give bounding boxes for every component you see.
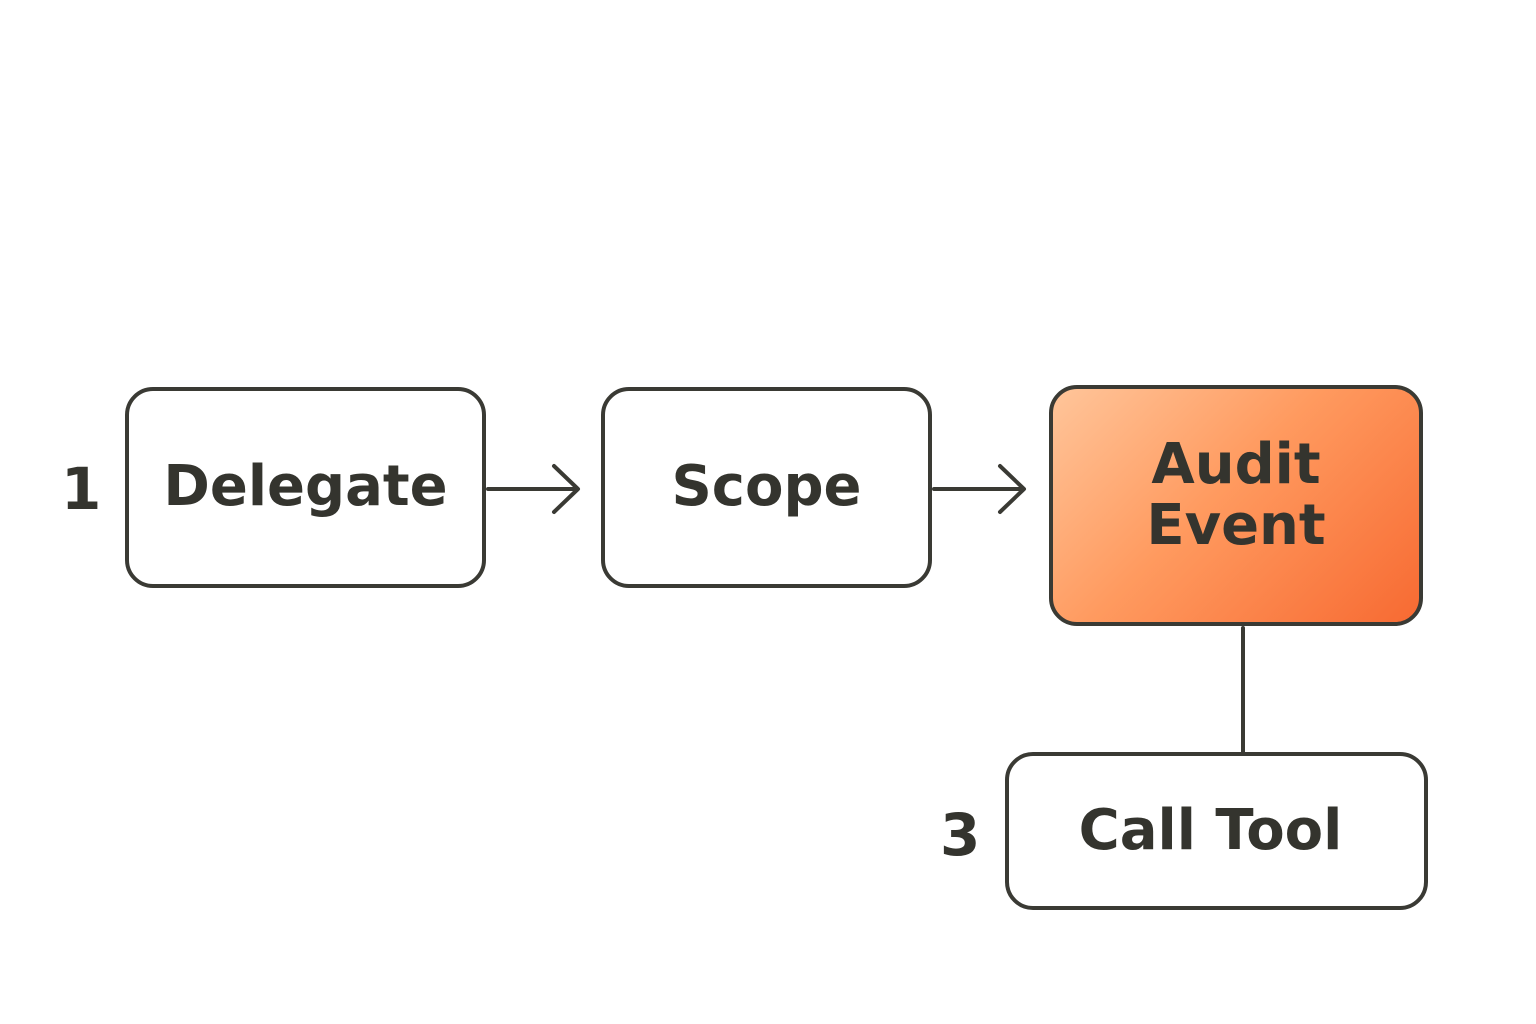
audit-event-label: Audit Event xyxy=(1146,432,1326,558)
call-tool-box: Call Tool xyxy=(1005,752,1428,910)
scope-box: Scope xyxy=(601,387,932,588)
call-tool-label: Call Tool xyxy=(1078,797,1343,863)
scope-label: Scope xyxy=(671,454,862,520)
arrow-delegate-to-scope xyxy=(486,464,580,514)
delegate-label: Delegate xyxy=(163,454,448,520)
audit-event-box: Audit Event xyxy=(1049,385,1423,626)
step-number-1: 1 xyxy=(61,455,102,523)
delegate-box: Delegate xyxy=(125,387,486,588)
step-number-3: 3 xyxy=(940,801,981,869)
arrow-scope-to-audit xyxy=(932,464,1026,514)
